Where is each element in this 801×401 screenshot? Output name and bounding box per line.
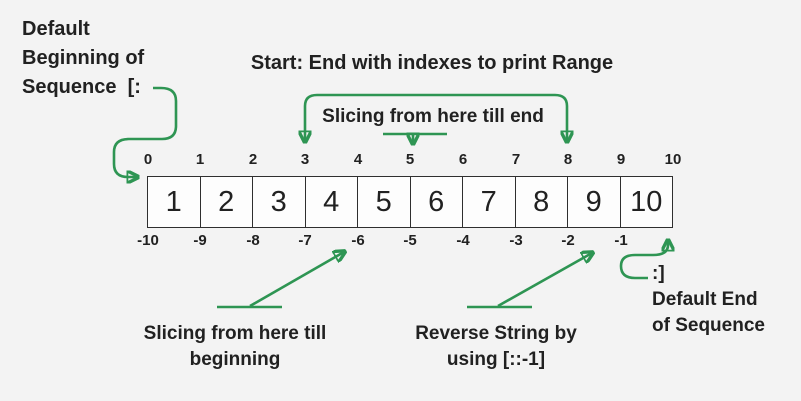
positive-index-label: 1 <box>195 151 205 168</box>
sequence-cell: 1 <box>165 185 182 218</box>
negative-index-label: -10 <box>137 232 159 249</box>
sequence-cell: 10 <box>619 177 673 227</box>
negative-index-label: -9 <box>193 232 207 249</box>
range-bracket-right-arrow <box>436 93 567 141</box>
negative-index-label: -5 <box>403 232 417 249</box>
negative-index-label: -4 <box>456 232 470 249</box>
positive-index-label: 5 <box>405 151 415 168</box>
start-end-range-label: Start: End with indexes to print Range <box>250 52 614 74</box>
negative-index-label: -8 <box>246 232 260 249</box>
sequence-cell: 5 <box>357 177 410 227</box>
negative-index-label: -1 <box>614 232 628 249</box>
sequence-cell: 3 <box>252 177 305 227</box>
slicing-till-beginning-label: Slicing from here till beginning <box>143 323 327 370</box>
sequence-cell: 7 <box>462 177 515 227</box>
sequence-boxes: 1 2 3 4 5 6 7 8 9 10 <box>147 176 673 228</box>
positive-index-label: 8 <box>563 151 573 168</box>
negative-index-label: -7 <box>298 232 312 249</box>
negative-index-label: -6 <box>351 232 365 249</box>
positive-index-label: 3 <box>300 151 310 168</box>
positive-index-label: 10 <box>664 151 682 168</box>
positive-index-label: 7 <box>511 151 521 168</box>
default-end-arrow <box>619 241 668 280</box>
default-end-label: :] Default End of Sequence <box>652 263 765 336</box>
reverse-string-arrow <box>497 253 592 308</box>
default-beginning-label: Default Beginning of Sequence [: <box>22 18 145 98</box>
default-beginning-arrow <box>112 86 178 177</box>
positive-index-label: 2 <box>248 151 258 168</box>
range-bracket-left-arrow <box>305 93 436 141</box>
positive-index-label: 9 <box>616 151 626 168</box>
negative-index-label: -3 <box>509 232 523 249</box>
positive-index-label: 0 <box>143 151 153 168</box>
slicing-till-beginning-arrow <box>249 252 344 308</box>
sequence-cell: 6 <box>409 177 463 227</box>
slicing-till-end-label: Slicing from here till end <box>322 106 544 127</box>
sequence-cell: 9 <box>567 177 620 227</box>
negative-index-label: -2 <box>561 232 575 249</box>
sequence-cell: 4 <box>304 177 358 227</box>
sequence-cell: 2 <box>199 177 253 227</box>
positive-index-label: 6 <box>458 151 468 168</box>
reverse-string-label: Reverse String by using [::-1] <box>415 323 577 370</box>
positive-index-label: 4 <box>353 151 363 168</box>
sequence-cell: 8 <box>514 177 568 227</box>
